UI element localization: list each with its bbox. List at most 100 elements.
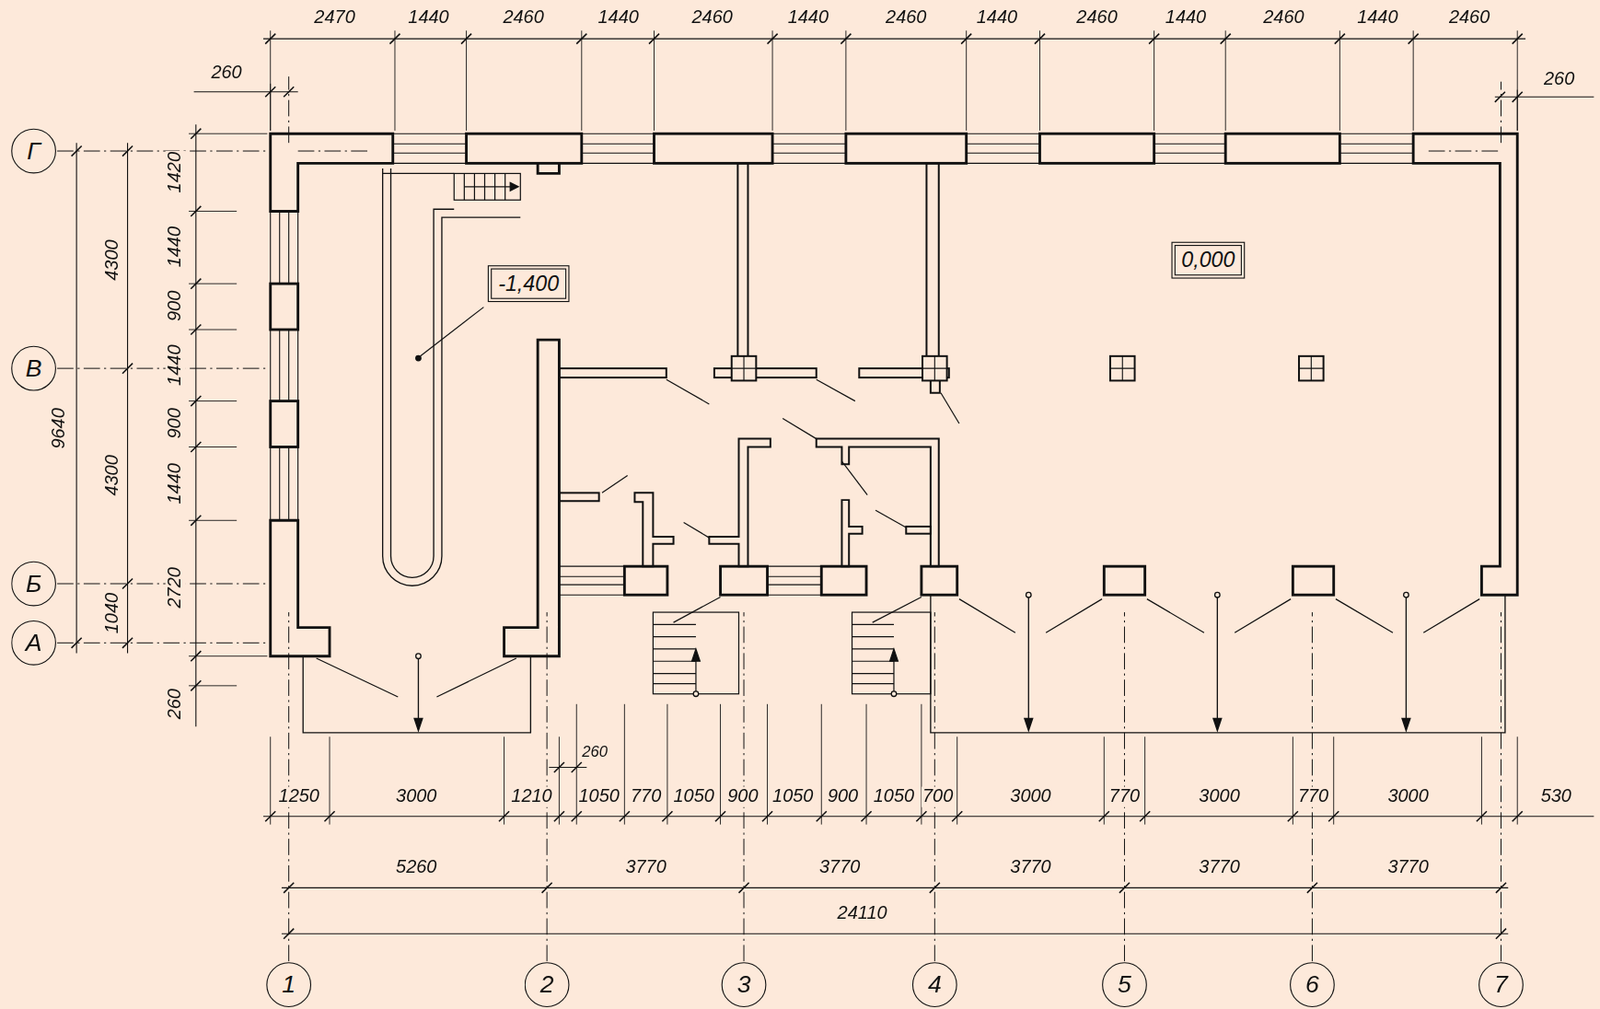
window — [558, 584, 625, 586]
canopy — [891, 691, 897, 697]
dimension-tick — [1119, 882, 1130, 893]
dimension-tick — [283, 882, 294, 893]
dimension-tick — [190, 680, 201, 691]
node-text: 4 — [927, 971, 942, 998]
node-text: 7 — [1494, 971, 1508, 998]
dimension-text: 1440 — [1164, 8, 1208, 29]
ramp — [391, 168, 455, 578]
dimension-tick — [767, 34, 778, 45]
dimension-text: 260 — [580, 743, 609, 761]
dimension-text: 1440 — [787, 8, 831, 29]
dimension-tick — [619, 811, 630, 822]
partition — [841, 499, 862, 567]
dimension-text: 2720 — [165, 566, 186, 610]
partition — [708, 439, 771, 568]
axis-bubble: 1 — [266, 962, 312, 1008]
dimension-text: 3770 — [1197, 857, 1241, 878]
dimension-text: 1250 — [277, 787, 321, 808]
dimension-tick — [1476, 811, 1487, 822]
extension-line — [1517, 90, 1519, 131]
dimension-tick — [283, 928, 294, 940]
axis-line — [57, 368, 267, 370]
extension-line — [1413, 30, 1415, 131]
dimension-line — [263, 815, 1594, 817]
window — [1339, 162, 1414, 164]
dimension-text: 2470 — [313, 8, 357, 29]
dimension-text: 770 — [629, 787, 663, 808]
dimension-tick — [190, 441, 201, 453]
column — [731, 356, 1324, 382]
window — [393, 152, 467, 154]
ramp — [382, 168, 522, 586]
dimension-text: 4300 — [102, 238, 123, 282]
dimension-tick — [542, 882, 553, 893]
axis-line — [1500, 612, 1502, 962]
extension-line — [394, 30, 395, 131]
extension-line — [1144, 736, 1146, 824]
dimension-line — [127, 142, 128, 653]
dimension-tick — [461, 34, 472, 45]
door-swing — [940, 393, 960, 424]
wall — [537, 162, 559, 174]
wall — [504, 339, 560, 657]
dimension-tick — [190, 128, 201, 140]
extension-line — [1481, 736, 1483, 824]
stair — [890, 649, 899, 661]
canopy — [693, 691, 699, 697]
node-text: 6 — [1305, 971, 1320, 998]
dimension-tick — [122, 637, 133, 649]
node-text: 1 — [281, 971, 296, 998]
axis-bubble: В — [11, 346, 57, 392]
dimension-tick — [762, 811, 773, 822]
dimension-text: 2460 — [690, 8, 734, 29]
dimension-text: 1440 — [406, 8, 451, 29]
door-swing — [872, 596, 922, 623]
dimension-line — [263, 38, 1526, 40]
dimension-tick — [576, 34, 587, 45]
dimension-tick — [324, 811, 335, 822]
node-text: 0,000 — [1181, 248, 1235, 273]
dimension-text: 3000 — [1197, 787, 1241, 808]
dimension-tick — [915, 811, 927, 822]
dimension-text: 1440 — [596, 8, 640, 29]
dimension-text: 900 — [726, 787, 760, 808]
dimension-text: 1440 — [165, 344, 186, 388]
window — [966, 162, 1041, 164]
extension-line — [329, 736, 331, 824]
dimension-text: 1440 — [1356, 8, 1400, 29]
window — [1154, 152, 1227, 154]
window — [581, 162, 655, 164]
dimension-tick — [1408, 34, 1419, 45]
node-text: Б — [25, 569, 42, 597]
wall — [921, 566, 958, 595]
dimension-tick — [1512, 34, 1523, 45]
window — [297, 446, 299, 521]
window — [288, 446, 290, 521]
dimension-tick — [861, 811, 872, 822]
window — [297, 210, 299, 284]
partition — [634, 492, 673, 567]
ramp — [382, 168, 522, 586]
dimension-tick — [840, 34, 851, 45]
dimension-tick — [1148, 34, 1160, 45]
dimension-tick — [1307, 882, 1318, 893]
partition — [558, 368, 666, 378]
dimension-text: 260 — [1542, 69, 1577, 90]
dimension-tick — [961, 34, 972, 45]
window — [767, 566, 823, 568]
window — [581, 152, 655, 154]
dimension-tick — [1034, 34, 1045, 45]
door-swing — [1335, 599, 1480, 634]
dimension-text: 2460 — [1075, 8, 1119, 29]
canopy — [416, 653, 422, 660]
wall — [270, 133, 394, 211]
dimension-line — [548, 766, 587, 768]
dimension-text: 3770 — [1386, 857, 1430, 878]
dimension-tick — [190, 650, 201, 661]
dimension-text: 1440 — [165, 462, 186, 506]
door-swing — [875, 510, 906, 528]
dimension-text: 530 — [1540, 787, 1574, 808]
wall — [270, 520, 330, 656]
dimension-tick — [1099, 811, 1110, 822]
window — [966, 143, 1041, 145]
